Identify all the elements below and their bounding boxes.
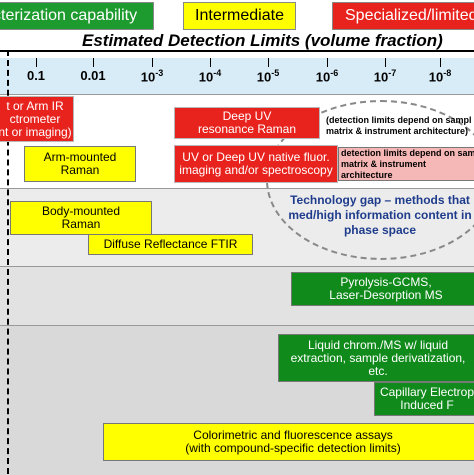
legend-specialized-label: Specialized/limited	[345, 7, 474, 24]
axis-tick-mark	[385, 58, 386, 67]
box-arm-ir: t or Arm IR ctrometer nt or imaging)	[0, 96, 74, 142]
box-uv-native-fluor: UV or Deep UV native fluor. imaging and/…	[174, 145, 338, 183]
axis-tick-mark	[327, 58, 328, 67]
axis-tick-mark	[210, 58, 211, 67]
detection-limit-dashed-line	[7, 50, 9, 474]
axis-tick-label: 0.01	[80, 68, 106, 83]
box-diffuse-ftir: Diffuse Reflectance FTIR	[88, 234, 253, 255]
axis-tick-label: 0.1	[26, 68, 46, 83]
box-liquid-chrom: Liquid chrom./MS w/ liquid extraction, s…	[278, 334, 474, 382]
axis-tick-mark	[268, 58, 269, 67]
ellipse-note: (detection limits depend on sampl matrix…	[326, 115, 472, 136]
box-capillary-electrophoresis: Capillary Electrop Induced F	[374, 382, 474, 416]
box-pyrolysis-gcms: Pyrolysis-GCMS, Laser-Desorption MS	[291, 272, 474, 306]
diagram-title: Estimated Detection Limits (volume fract…	[82, 31, 443, 50]
axis-tick-label: 10-4	[198, 68, 222, 85]
axis-tick-mark	[440, 58, 441, 67]
title-underline	[0, 50, 474, 52]
axis-tick-label: 10-8	[428, 68, 452, 85]
axis-tick-label: 10-7	[373, 68, 397, 85]
axis-tick-label: 10-6	[315, 68, 339, 85]
legend-high-label: cterization capability	[0, 7, 138, 24]
box-deep-uv-raman: Deep UV resonance Raman	[174, 107, 320, 139]
axis-tick-mark	[36, 58, 37, 67]
axis-tick-mark	[93, 58, 94, 67]
legend-specialized: Specialized/limited	[332, 2, 474, 30]
box-arm-raman: Arm-mounted Raman	[24, 146, 136, 182]
axis-band	[0, 58, 474, 94]
box-colorimetric-assays: Colorimetric and fluorescence assays (wi…	[103, 423, 474, 461]
axis-tick-label: 10-3	[140, 68, 164, 85]
axis-tick-label: 10-5	[256, 68, 280, 85]
box-body-raman: Body-mounted Raman	[10, 201, 152, 235]
legend-intermediate-label: Intermediate	[195, 7, 284, 24]
legend-intermediate: Intermediate	[183, 2, 296, 30]
technology-gap-text: Technology gap – methods that med/high i…	[288, 193, 472, 237]
legend-high-capability: cterization capability	[0, 2, 154, 30]
box-pink-note: detection limits depend on sam matrix & …	[338, 147, 474, 181]
axis-tick-mark	[152, 58, 153, 67]
